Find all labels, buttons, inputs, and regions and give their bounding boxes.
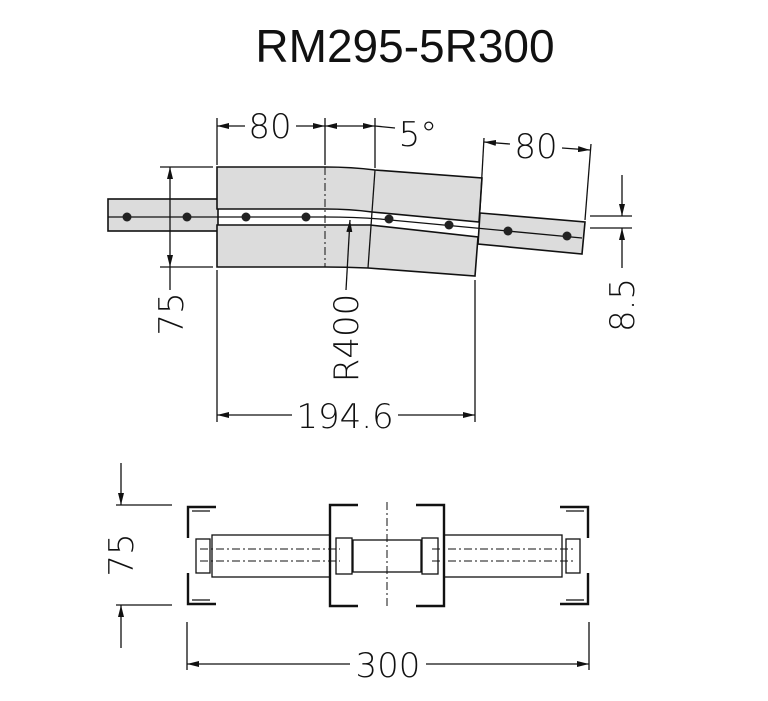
upper-block [216, 166, 483, 223]
center-line [108, 216, 583, 239]
dim-radius: R400 [327, 294, 367, 383]
top-view: 80 5° 80 75 R400 194.6 8.5 [107, 107, 643, 437]
dim-offset: 8.5 [603, 278, 643, 332]
lower-block [216, 224, 479, 277]
dim-right-length: 80 [514, 127, 557, 167]
section-dim-width: 300 [356, 646, 421, 686]
left-roller [200, 534, 340, 578]
center-unit [328, 502, 446, 608]
drawing-title: RM295-5R300 [255, 20, 554, 72]
dim-height: 75 [152, 292, 192, 335]
bolt-holes [122, 212, 572, 241]
section-view: 75 300 [102, 463, 590, 686]
right-side-profile [560, 505, 590, 606]
dim-total-length: 194.6 [296, 397, 393, 437]
section-dim-height: 75 [102, 533, 142, 576]
left-side-profile [186, 505, 216, 606]
dim-left-length: 80 [248, 107, 291, 147]
dim-angle: 5° [399, 115, 438, 155]
right-roller [432, 534, 575, 578]
